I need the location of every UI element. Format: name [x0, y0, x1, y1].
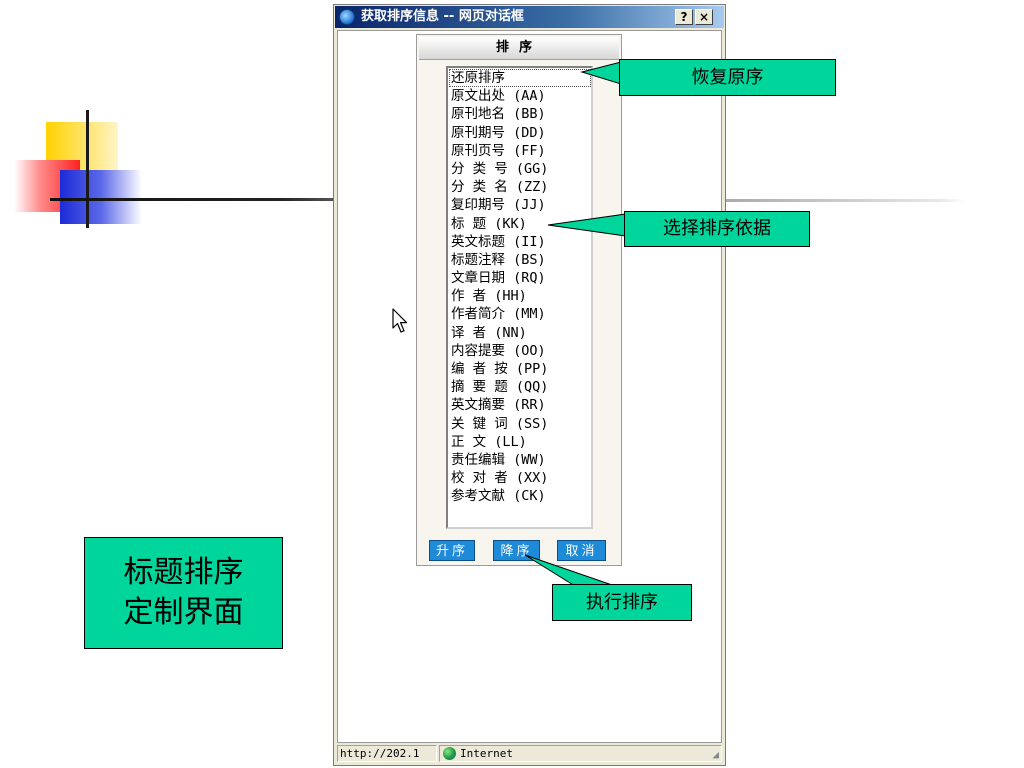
- cancel-button[interactable]: 取消: [557, 540, 606, 561]
- ie-dialog-icon: [339, 9, 355, 25]
- dialog-window: 获取排序信息 -- 网页对话框 ? × 排序 还原排序原文出处 (AA)原刊地名…: [333, 4, 726, 766]
- sort-option[interactable]: 摘 要 题 (QQ): [451, 379, 549, 396]
- sort-panel-header: 排序: [419, 37, 619, 60]
- sort-option[interactable]: 标题注释 (BS): [451, 251, 546, 268]
- sort-option[interactable]: 文章日期 (RQ): [451, 270, 546, 287]
- sort-option[interactable]: 英文摘要 (RR): [451, 397, 546, 414]
- resize-grip-icon[interactable]: ◢: [712, 748, 719, 761]
- sort-option[interactable]: 分 类 名 (ZZ): [451, 179, 549, 196]
- dialog-titlebar[interactable]: 获取排序信息 -- 网页对话框 ? ×: [335, 6, 724, 28]
- status-zone: Internet ◢: [439, 745, 722, 762]
- sort-option[interactable]: 译 者 (NN): [451, 324, 527, 341]
- sort-field-listbox[interactable]: 还原排序原文出处 (AA)原刊地名 (BB)原刊期号 (DD)原刊页号 (FF)…: [446, 66, 593, 529]
- callout-title-line1: 标题排序: [123, 555, 244, 590]
- internet-globe-icon: [443, 747, 456, 760]
- sort-option[interactable]: 英文标题 (II): [451, 233, 546, 250]
- ascending-button[interactable]: 升序: [429, 540, 475, 561]
- sort-option[interactable]: 正 文 (LL): [451, 433, 527, 450]
- sort-option[interactable]: 分 类 号 (GG): [451, 160, 549, 177]
- statusbar: http://202.1 Internet ◢: [337, 744, 722, 763]
- sort-option[interactable]: 原刊页号 (FF): [451, 142, 546, 159]
- sort-option[interactable]: 关 键 词 (SS): [451, 415, 549, 432]
- descending-button[interactable]: 降序: [493, 540, 540, 561]
- sort-option[interactable]: 参考文献 (CK): [451, 488, 546, 505]
- sort-panel: 排序 还原排序原文出处 (AA)原刊地名 (BB)原刊期号 (DD)原刊页号 (…: [416, 34, 622, 566]
- callout-restore-order: 恢复原序: [619, 59, 836, 96]
- sort-option[interactable]: 原刊地名 (BB): [451, 106, 546, 123]
- close-button[interactable]: ×: [695, 9, 713, 25]
- sort-option[interactable]: 还原排序: [449, 69, 591, 88]
- dialog-content: 排序 还原排序原文出处 (AA)原刊地名 (BB)原刊期号 (DD)原刊页号 (…: [337, 30, 722, 743]
- slide-deco-vertical-line: [86, 110, 89, 228]
- sort-option[interactable]: 复印期号 (JJ): [451, 197, 546, 214]
- callout-select-sort-basis: 选择排序依据: [624, 211, 810, 247]
- sort-button-row: 升序 降序 取消: [429, 540, 614, 562]
- sort-option[interactable]: 内容提要 (OO): [451, 342, 546, 359]
- sort-option[interactable]: 标 题 (KK): [451, 215, 527, 232]
- mouse-pointer-icon: [392, 308, 408, 333]
- help-button[interactable]: ?: [675, 9, 693, 25]
- callout-title-line2: 定制界面: [123, 595, 244, 630]
- dialog-title: 获取排序信息 -- 网页对话框: [361, 9, 524, 24]
- callout-title-sort-ui: 标题排序 定制界面: [84, 537, 283, 649]
- sort-option[interactable]: 编 者 按 (PP): [451, 361, 549, 377]
- sort-option[interactable]: 原文出处 (AA): [451, 88, 546, 105]
- slide-deco-horizontal-line: [50, 198, 336, 201]
- slide-deco-horizontal-line-fade: [725, 199, 965, 202]
- slide-deco-blue-square: [60, 170, 142, 224]
- status-zone-label: Internet: [460, 747, 513, 760]
- sort-option[interactable]: 作者简介 (MM): [451, 306, 546, 323]
- sort-option[interactable]: 责任编辑 (WW): [451, 451, 546, 468]
- sort-option[interactable]: 校 对 者 (XX): [451, 470, 549, 487]
- callout-execute-sort: 执行排序: [552, 584, 692, 621]
- sort-option[interactable]: 原刊期号 (DD): [451, 124, 546, 141]
- status-url: http://202.1: [337, 745, 437, 762]
- sort-option[interactable]: 作 者 (HH): [451, 288, 527, 305]
